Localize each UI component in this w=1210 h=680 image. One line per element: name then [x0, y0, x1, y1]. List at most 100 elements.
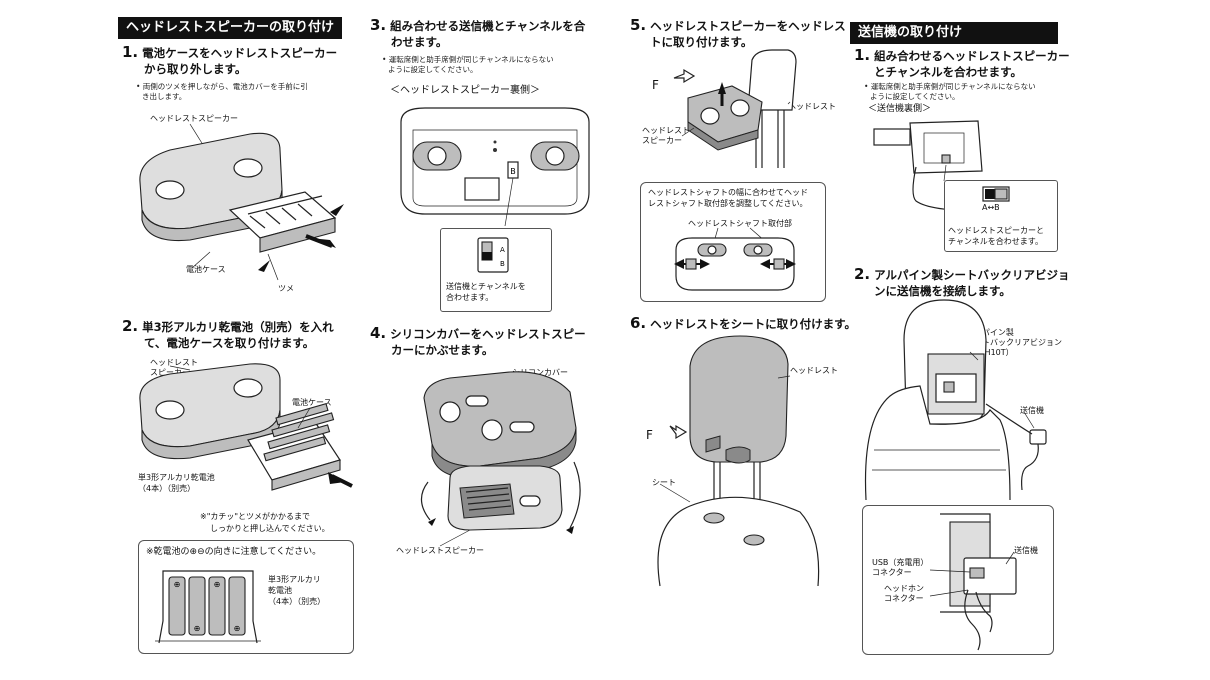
label-battery-case: 電池ケース: [186, 265, 226, 274]
step-text-line2: ンに送信機を接続します。: [874, 284, 1011, 298]
connector-detail-illustration: [929, 513, 1017, 651]
svg-text:⊕: ⊕: [194, 624, 201, 633]
switch-label: A↔B: [982, 203, 1000, 212]
section-title-headrest-speaker: ヘッドレストスピーカーの取り付け: [118, 17, 343, 39]
battery-compartment-illustration: ⊕ ⊕ ⊕ ⊕: [155, 570, 261, 644]
label-silicone-cover: シリコンカバー: [512, 368, 568, 377]
shaft-adjust-illustration: [674, 227, 796, 291]
label-transmitter: 送信機: [1020, 406, 1044, 415]
step-text-line1: シリコンカバーをヘッドレストスピー: [390, 327, 586, 341]
shaft-box-line1: ヘッドレストシャフトの幅に合わせてヘッド: [648, 188, 808, 197]
step-number: 2.: [854, 265, 871, 283]
step-1-heading: 1.組み合わせるヘッドレストスピーカー: [854, 47, 1070, 64]
step-text-line1: 単3形アルカリ乾電池（別売）を入れ: [142, 320, 334, 334]
step-2-heading: 2.アルパイン製シートバックリアビジョ: [854, 266, 1070, 283]
step-number: 6.: [630, 314, 647, 332]
step-number: 2.: [122, 317, 139, 335]
label-battery-case: 電池ケース: [292, 398, 332, 407]
switch-icon: [982, 186, 1010, 202]
label-alpine-line2: シートバックリアビジョン: [966, 338, 1062, 347]
step-text-line2: て、電池ケースを取り付けます。: [144, 336, 315, 350]
caption-line1: ※"カチッ"とツメがかかるまで: [200, 512, 311, 521]
label-speaker-line1: ヘッドレスト: [150, 358, 198, 367]
step-text-line1: 電池ケースをヘッドレストスピーカー: [142, 46, 338, 60]
speaker-back-illustration: B: [400, 107, 590, 227]
step-3-heading: 3.組み合わせる送信機とチャンネルを合: [370, 17, 585, 34]
caption-line2: しっかりと押し込んでください。: [210, 524, 330, 533]
inset-caption-line1: ヘッドレストスピーカーと: [948, 226, 1044, 235]
step-number: 5.: [630, 16, 647, 34]
speaker-battery-removal-illustration: [139, 123, 344, 281]
step-6-heading: 6.ヘッドレストをシートに取り付けます。: [630, 315, 856, 332]
label-speaker-line2: スピーカー: [642, 136, 682, 145]
inset-caption-line2: チャンネルを合わせます。: [948, 237, 1043, 246]
svg-text:⊕: ⊕: [174, 580, 181, 589]
step-2-heading: 2.単3形アルカリ乾電池（別売）を入れ: [122, 318, 334, 335]
step-note-line1: • 運転席側と助手席側が同じチャンネルにならない: [864, 82, 1036, 91]
step-note-line1: • 両側のツメを押しながら、電池カバーを手前に引: [136, 82, 308, 91]
step-number: 1.: [854, 46, 871, 64]
battery-insertion-illustration: [139, 363, 353, 491]
section-title-transmitter: 送信機の取り付け: [850, 22, 1058, 44]
svg-text:A: A: [500, 246, 505, 254]
step-text-line1: ヘッドレストをシートに取り付けます。: [650, 317, 856, 331]
step-text-line2: わせます。: [391, 35, 448, 49]
transmitter-back-illustration: [873, 120, 983, 212]
step-text-line2: から取り外します。: [144, 62, 247, 76]
shaft-box-line2: レストシャフト取付部を調整してください。: [648, 199, 808, 208]
switch-icon: A B: [477, 237, 509, 273]
battery-box-label1: 単3形アルカリ: [268, 575, 321, 584]
step-text-line1: 組み合わせるヘッドレストスピーカー: [874, 49, 1070, 63]
step-text-line1: ヘッドレストスピーカーをヘッドレス: [650, 19, 846, 33]
front-direction-label: F: [646, 428, 653, 442]
transmitter-back-subtitle: ＜送信機裏側＞: [868, 104, 932, 114]
seatback-vision-connection-illustration: [864, 299, 1047, 501]
label-headrest-speaker: ヘッドレストスピーカー: [396, 546, 484, 555]
label-headphone-line2: コネクター: [884, 594, 924, 603]
svg-text:⊕: ⊕: [214, 580, 221, 589]
label-alpine-line1: アルパイン製: [966, 328, 1014, 337]
front-direction-label: F: [652, 78, 659, 92]
svg-text:⊕: ⊕: [234, 624, 241, 633]
svg-text:B: B: [510, 167, 516, 176]
label-headrest: ヘッドレスト: [790, 366, 838, 375]
step-4-heading: 4.シリコンカバーをヘッドレストスピー: [370, 325, 586, 342]
headrest-to-seat-illustration: [657, 335, 820, 587]
silicone-cover-illustration: [420, 371, 581, 547]
label-headphone-line1: ヘッドホン: [884, 584, 924, 593]
label-tab: ツメ: [278, 284, 294, 293]
label-speaker-line1: ヘッドレスト: [642, 126, 690, 135]
step-number: 3.: [370, 16, 387, 34]
step-note-line1: • 運転席側と助手席側が同じチャンネルにならない: [382, 55, 554, 64]
battery-box-label2: 乾電池: [268, 586, 292, 595]
label-headrest-speaker: ヘッドレストスピーカー: [150, 114, 238, 123]
label-transmitter: 送信機: [1014, 546, 1038, 555]
label-usb-line2: コネクター: [872, 568, 912, 577]
step-note-line2: き出します。: [142, 92, 187, 101]
shaft-box-label: ヘッドレストシャフト取付部: [688, 219, 792, 228]
step-text-line1: 組み合わせる送信機とチャンネルを合: [390, 19, 586, 33]
step-number: 1.: [122, 43, 139, 61]
step-5-heading: 5.ヘッドレストスピーカーをヘッドレス: [630, 17, 846, 34]
label-usb-line1: USB（充電用）: [872, 558, 929, 567]
step-1-heading: 1.電池ケースをヘッドレストスピーカー: [122, 44, 337, 61]
label-seat: シート: [652, 478, 676, 487]
label-speaker-line2: スピーカー: [150, 368, 190, 377]
step-text-line1: アルパイン製シートバックリアビジョ: [874, 268, 1070, 282]
label-alpine-line3: （SXH10T）: [966, 348, 1014, 357]
battery-box-label3: （4本）（別売）: [268, 597, 326, 606]
step-text-line2: トに取り付けます。: [650, 35, 753, 49]
inset-caption-line2: 合わせます。: [446, 293, 494, 302]
step-text-line2: カーにかぶせます。: [391, 343, 494, 357]
speaker-to-headrest-illustration: [673, 49, 797, 168]
battery-box-title: ※乾電池の⊕⊖の向きに注意してください。: [146, 547, 322, 557]
step-note-line2: ように設定してください。: [870, 92, 960, 101]
speaker-back-subtitle: ＜ヘッドレストスピーカー裏側＞: [390, 85, 540, 96]
label-battery-line1: 単3形アルカリ乾電池: [138, 473, 215, 482]
svg-text:B: B: [500, 260, 505, 268]
inset-caption-line1: 送信機とチャンネルを: [446, 282, 526, 291]
step-note-line2: ように設定してください。: [388, 65, 478, 74]
label-battery-line2: （4本）（別売）: [138, 484, 196, 493]
step-number: 4.: [370, 324, 387, 342]
label-headrest: ヘッドレスト: [788, 102, 836, 111]
